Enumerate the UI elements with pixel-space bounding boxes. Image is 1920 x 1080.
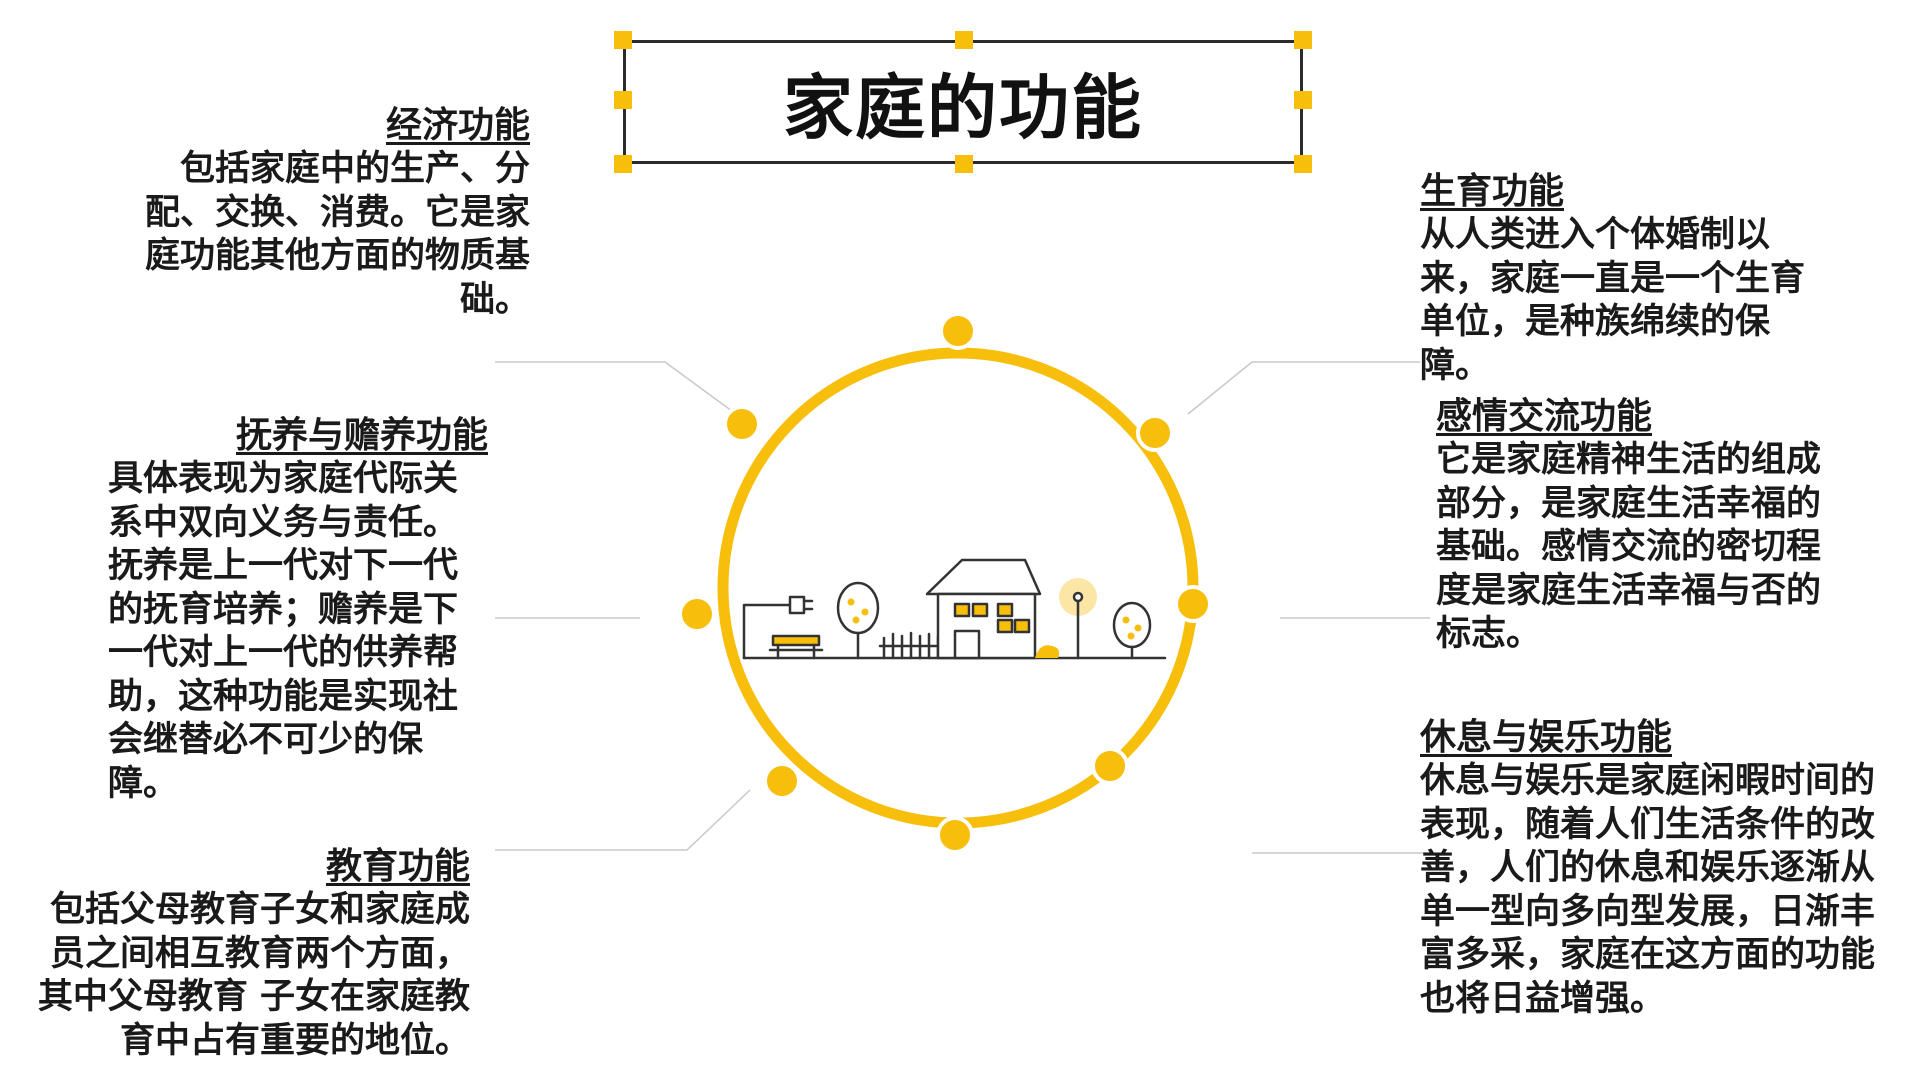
connector-education [495, 789, 751, 851]
education-function-text: 包括父母教育子女和家庭成员之间相互教育两个方面，其中父母教育 子女在家庭教育中占… [37, 890, 470, 1061]
emotion-function-heading: 感情交流功能 [1436, 396, 1653, 437]
tree-icon [1112, 601, 1152, 660]
support-function-block: 抚养与赡养功能 具体表现为家庭代际关系中双向义务与责任。抚养是上一代对下一代的抚… [108, 414, 488, 806]
ring-nodes [678, 312, 1212, 854]
emotion-function-text: 它是家庭精神生活的组成部分，是家庭生活幸福的基础。感情交流的密切程度是家庭生活幸… [1436, 440, 1822, 654]
tree-icon [836, 581, 880, 660]
leisure-function-heading: 休息与娱乐功能 [1420, 717, 1673, 758]
reproduction-function-block: 生育功能 从人类进入个体婚制以来，家庭一直是一个生育单位，是种族绵续的保障。 [1420, 170, 1830, 388]
ring-node [1091, 747, 1129, 785]
emotion-function-block: 感情交流功能 它是家庭精神生活的组成部分，是家庭生活幸福的基础。感情交流的密切程… [1436, 395, 1846, 657]
plug-icon [742, 595, 814, 660]
ring-node [1174, 585, 1212, 623]
bush-icon [1035, 645, 1060, 658]
reproduction-function-heading: 生育功能 [1420, 171, 1565, 212]
fence-icon [878, 631, 942, 660]
ring-node [723, 405, 761, 443]
bench-icon [768, 634, 824, 660]
resize-handle-br[interactable] [1294, 155, 1312, 173]
resize-handle-mr[interactable] [1294, 91, 1312, 109]
page-title: 家庭的功能 [783, 66, 1143, 149]
resize-handle-tr[interactable] [1294, 31, 1312, 49]
connector-economy [495, 361, 737, 415]
economy-function-heading: 经济功能 [385, 105, 530, 146]
support-function-text: 具体表现为家庭代际关系中双向义务与责任。抚养是上一代对下一代的抚育培养；赡养是下… [108, 459, 459, 804]
resize-handle-ml[interactable] [614, 91, 632, 109]
economy-function-text: 包括家庭中的生产、分配、交换、消费。它是家庭功能其他方面的物质基础。 [144, 149, 530, 320]
education-function-block: 教育功能 包括父母教育子女和家庭成员之间相互教育两个方面，其中父母教育 子女在家… [30, 845, 470, 1063]
resize-handle-bl[interactable] [614, 155, 632, 173]
connector-reproduction [1187, 361, 1420, 415]
support-function-heading: 抚养与赡养功能 [235, 415, 488, 456]
ring-node [1136, 414, 1174, 452]
street-lamp-icon [1059, 578, 1097, 660]
connector-lines [495, 361, 1430, 854]
house-illustration [742, 558, 1167, 660]
reproduction-function-text: 从人类进入个体婚制以来，家庭一直是一个生育单位，是种族绵续的保障。 [1420, 215, 1806, 386]
ring-node [763, 762, 801, 800]
ring-node [939, 312, 977, 350]
resize-handle-tm[interactable] [955, 31, 973, 49]
resize-handle-tl[interactable] [614, 31, 632, 49]
leisure-function-block: 休息与娱乐功能 休息与娱乐是家庭闲暇时间的表现，随着人们生活条件的改善，人们的休… [1420, 716, 1900, 1021]
economy-function-block: 经济功能 包括家庭中的生产、分配、交换、消费。它是家庭功能其他方面的物质基础。 [120, 104, 530, 322]
leisure-function-text: 休息与娱乐是家庭闲暇时间的表现，随着人们生活条件的改善，人们的休息和娱乐逐渐从单… [1420, 761, 1876, 1019]
ring-node [936, 816, 974, 854]
education-function-heading: 教育功能 [325, 846, 470, 887]
house-icon [925, 558, 1042, 660]
ring-node [678, 595, 716, 633]
resize-handle-bm[interactable] [955, 155, 973, 173]
